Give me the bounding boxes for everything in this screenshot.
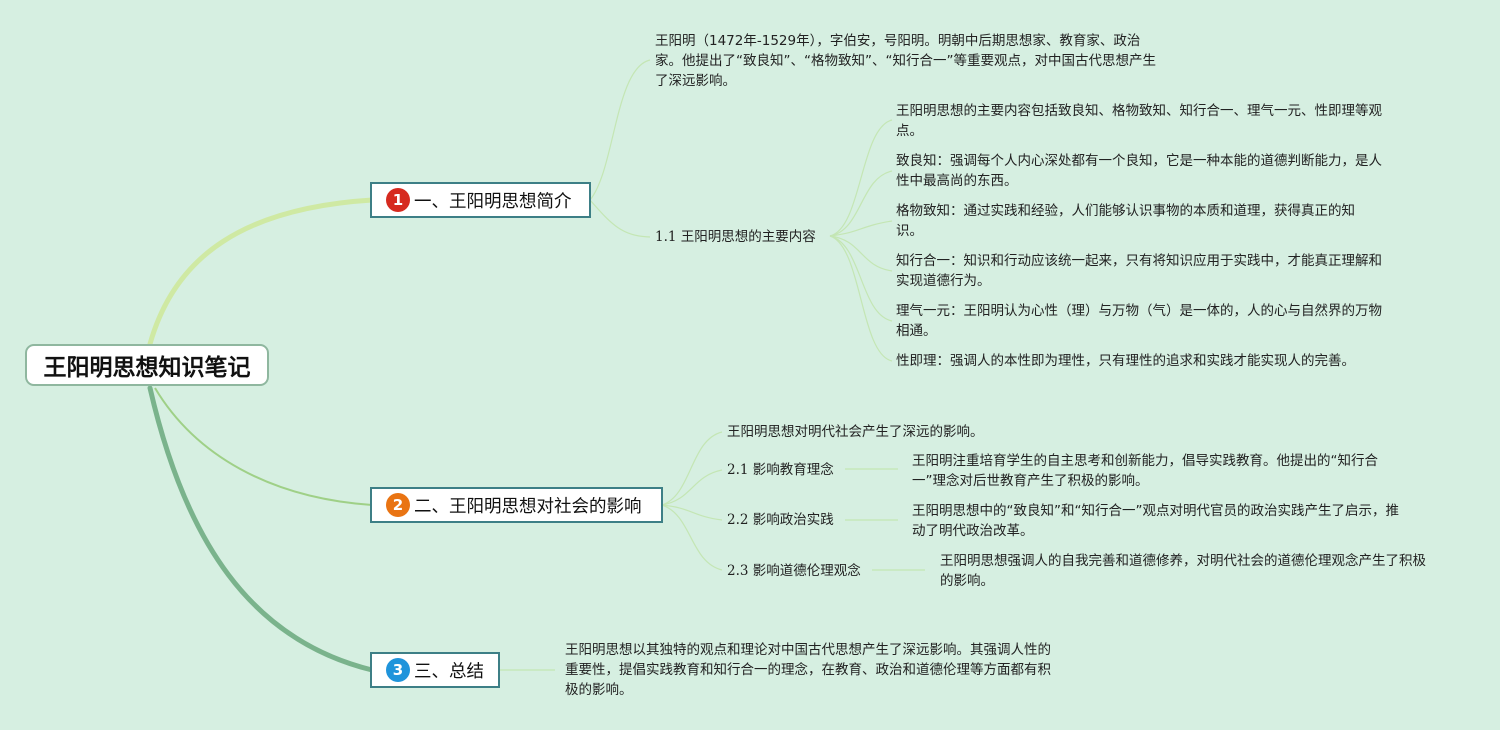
topic-title: 一、王阳明思想简介 — [414, 191, 572, 212]
content-item[interactable]: 王阳明思想的主要内容包括致良知、格物致知、知行合一、理气一元、性即理等观点。 — [896, 103, 1382, 139]
intro-summary[interactable]: 王阳明（1472年-1529年），字伯安，号阳明。明朝中后期思想家、教育家、政治… — [655, 33, 1156, 89]
number-1-badge: 1 — [386, 188, 410, 212]
content-item[interactable]: 知行合一：知识和行动应该统一起来，只有将知识应用于实践中，才能真正理解和实现道德… — [896, 253, 1382, 289]
content-item[interactable]: 格物致知：通过实践和经验，人们能够认识事物的本质和道理，获得真正的知识。 — [896, 203, 1355, 239]
content-item[interactable]: 理气一元：王阳明认为心性（理）与万物（气）是一体的，人的心与自然界的万物相通。 — [896, 303, 1382, 339]
topic-title: 三、总结 — [414, 661, 484, 682]
topic-intro[interactable]: 1 一、王阳明思想简介 — [370, 182, 591, 218]
content-item[interactable]: 致良知：强调每个人内心深处都有一个良知，它是一种本能的道德判断能力，是人性中最高… — [896, 153, 1382, 189]
influence-summary[interactable]: 王阳明思想对明代社会产生了深远的影响。 — [727, 424, 984, 440]
topic-title: 二、王阳明思想对社会的影响 — [414, 496, 642, 517]
number-2-badge: 2 — [386, 493, 410, 517]
influence-item-text[interactable]: 王阳明思想强调人的自我完善和道德修养，对明代社会的道德伦理观念产生了积极的影响。 — [940, 553, 1426, 589]
intro-content-label[interactable]: 1.1 王阳明思想的主要内容 — [655, 229, 816, 245]
content-item[interactable]: 性即理：强调人的本性即为理性，只有理性的追求和实践才能实现人的完善。 — [896, 353, 1355, 369]
conclusion-text[interactable]: 王阳明思想以其独特的观点和理论对中国古代思想产生了深远影响。其强调人性的重要性，… — [565, 642, 1051, 698]
topic-influence[interactable]: 2 二、王阳明思想对社会的影响 — [370, 487, 663, 523]
number-3-badge: 3 — [386, 658, 410, 682]
topic-conclusion[interactable]: 3 三、总结 — [370, 652, 500, 688]
root-title: 王阳明思想知识笔记 — [43, 355, 251, 381]
influence-item-label[interactable]: 2.2 影响政治实践 — [727, 512, 834, 528]
root-node[interactable]: 王阳明思想知识笔记 — [25, 344, 269, 386]
influence-item-label[interactable]: 2.3 影响道德伦理观念 — [727, 563, 861, 579]
influence-item-label[interactable]: 2.1 影响教育理念 — [727, 462, 834, 478]
influence-item-text[interactable]: 王阳明思想中的“致良知”和“知行合一”观点对明代官员的政治实践产生了启示，推动了… — [912, 503, 1399, 539]
influence-item-text[interactable]: 王阳明注重培育学生的自主思考和创新能力，倡导实践教育。他提出的“知行合一”理念对… — [912, 453, 1378, 489]
